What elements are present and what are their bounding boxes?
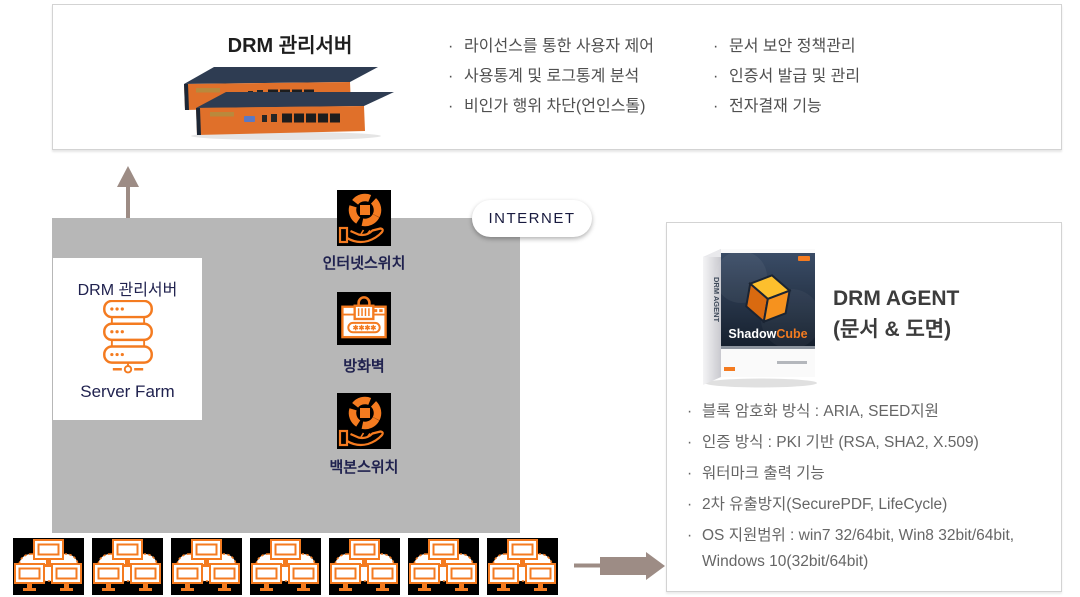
feature-item: ·블록 암호화 방식 : ARIA, SEED지원 <box>687 403 939 420</box>
internet-switch-node <box>337 190 391 246</box>
client-network-icon <box>13 538 84 595</box>
firewall-label: 방화벽 <box>343 358 385 375</box>
backbone-switch-node <box>337 393 391 449</box>
server-feature-list-1: ·라이선스를 통한 사용자 제어 ·사용통계 및 로그통계 분석 ·비인가 행위… <box>448 32 708 122</box>
server-farm-box: DRM 관리서버 Server Farm <box>53 258 202 420</box>
feature-item: ·OS 지원범위 : win7 32/64bit, Win8 32bit/64b… <box>687 527 1015 570</box>
feature-item: ·전자결재 기능 <box>713 98 822 115</box>
client-network-icon <box>487 538 558 595</box>
backbone-switch-label: 백본스위치 <box>329 459 399 476</box>
firewall-lock-icon <box>341 296 387 339</box>
feature-item: ·인증 방식 : PKI 기반 (RSA, SHA2, X.509) <box>687 434 979 451</box>
internet-badge: INTERNET <box>472 200 592 237</box>
hand-switch-icon <box>337 393 391 449</box>
right-arrow-icon <box>574 552 665 580</box>
drm-server-panel: DRM 관리서버 <box>52 4 1062 150</box>
client-network-icon <box>408 538 479 595</box>
rack-server-appliance-image <box>184 67 394 140</box>
client-network-icon <box>329 538 400 595</box>
feature-item: ·라이선스를 통한 사용자 제어 <box>448 38 654 55</box>
agent-title: DRM AGENT (문서 & 도면) <box>833 283 1053 345</box>
client-network-icon <box>250 538 321 595</box>
drm-agent-panel: ShadowCube DRM AGENT DRM AGENT (문서 & 도면)… <box>666 222 1062 592</box>
internet-switch-label: 인터넷스위치 <box>322 255 406 272</box>
server-feature-list-2: ·문서 보안 정책관리 ·인증서 발급 및 관리 ·전자결재 기능 <box>713 32 933 122</box>
drm-server-title: DRM 관리서버 <box>227 35 353 57</box>
feature-item: ·비인가 행위 차단(언인스톨) <box>448 98 646 115</box>
client-network-icon <box>171 538 242 595</box>
server-farm-label: Server Farm <box>80 382 175 401</box>
feature-item: ·인증서 발급 및 관리 <box>713 68 861 85</box>
hand-switch-icon <box>337 190 391 246</box>
client-network-icon <box>92 538 163 595</box>
server-farm-title: DRM 관리서버 <box>77 282 178 299</box>
feature-item: ·2차 유출방지(SecurePDF, LifeCycle) <box>687 496 948 513</box>
svg-text:DRM AGENT: DRM AGENT <box>712 277 721 323</box>
feature-item: ·문서 보안 정책관리 <box>713 38 856 55</box>
shadowcube-box-image: ShadowCube DRM AGENT <box>703 249 821 388</box>
server-stack-icon <box>103 300 153 374</box>
svg-text:ShadowCube: ShadowCube <box>728 327 807 341</box>
agent-title-line1: DRM AGENT <box>833 287 960 310</box>
feature-item: ·사용통계 및 로그통계 분석 <box>448 68 640 85</box>
agent-feature-list: ·블록 암호화 방식 : ARIA, SEED지원 ·인증 방식 : PKI 기… <box>687 399 1043 580</box>
up-arrow-icon <box>117 166 139 242</box>
feature-item: ·워터마크 출력 기능 <box>687 465 825 482</box>
agent-title-line2: (문서 & 도면) <box>833 318 952 341</box>
firewall-node <box>337 292 391 345</box>
